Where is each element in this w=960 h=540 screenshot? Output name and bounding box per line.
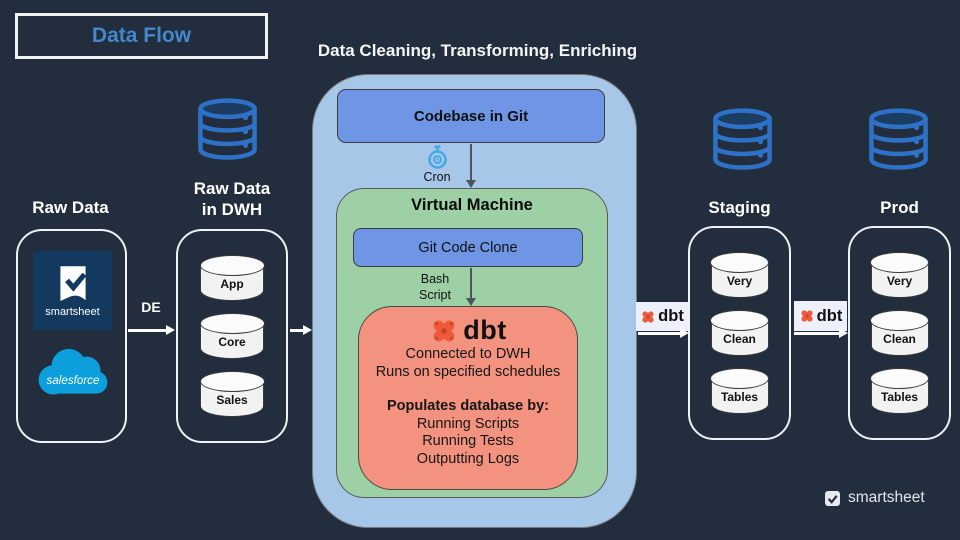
footer-brand-text: smartsheet (848, 489, 925, 506)
cron-label: Cron (423, 170, 451, 184)
spacer (376, 381, 561, 398)
cylinder-label: Core (218, 335, 246, 349)
dwh-group: App Core Sales (176, 229, 288, 443)
codebase-label: Codebase in Git (413, 107, 529, 125)
dbt-logo-icon (642, 310, 654, 323)
git-clone-box: Git Code Clone (353, 228, 583, 267)
dbt-box: dbt Connected to DWH Runs on specified s… (358, 306, 578, 490)
title-box: Data Flow (15, 13, 268, 59)
dbt-description: Connected to DWH Runs on specified sched… (376, 346, 561, 468)
cylinder-label: Clean (723, 332, 756, 346)
raw-data-label: Raw Data (32, 198, 109, 217)
dbt-logo-row: dbt (429, 315, 506, 346)
staging-cylinder-very: Very (710, 252, 769, 298)
dwh-label: Raw Data in DWH (176, 178, 288, 220)
cylinder-label: Tables (720, 390, 759, 404)
dbt-line-connected: Connected to DWH (405, 346, 531, 362)
de-arrow (128, 325, 175, 334)
dbt-logo-icon (801, 310, 813, 322)
staging-to-prod-arrow (794, 328, 848, 337)
staging-database-icon (706, 107, 779, 177)
smartsheet-check-icon (59, 265, 86, 301)
salesforce-logo-text: salesforce (47, 374, 100, 387)
staging-cylinder-clean: Clean (710, 310, 769, 356)
dbt-line-schedules: Runs on specified schedules (375, 363, 561, 380)
bash-label-line2: Script (419, 288, 451, 302)
bash-label-line1: Bash (420, 272, 450, 286)
dwh-label-line1: Raw Data (193, 179, 271, 198)
dbt-line-logs: Outputting Logs (416, 450, 520, 467)
prod-cylinder-very: Very (870, 252, 929, 298)
gitclone-to-dbt-arrow (466, 268, 476, 306)
dwh-database-icon (191, 97, 264, 167)
bash-script-label: Bash Script (403, 271, 467, 303)
cylinder-label: Tables (880, 390, 919, 404)
dbt-badge-1: dbt (636, 302, 688, 331)
dbt-line-populates: Populates database by: (387, 398, 549, 414)
dbt-badge-label: dbt (658, 307, 684, 325)
git-clone-label: Git Code Clone (418, 239, 518, 256)
codebase-to-vm-arrow (466, 144, 476, 188)
salesforce-logo: salesforce (30, 340, 116, 411)
smartsheet-checkbox-icon (825, 490, 840, 506)
dwh-label-line2: in DWH (201, 200, 263, 219)
staging-cylinder-tables: Tables (710, 368, 769, 414)
cylinder-label: Clean (883, 332, 916, 346)
smartsheet-logo-text: smartsheet (45, 305, 100, 318)
virtual-machine-label: Virtual Machine (411, 196, 533, 214)
dbt-logo-icon (433, 320, 455, 341)
cron-group: Cron (413, 145, 461, 185)
staging-label: Staging (708, 198, 771, 217)
dwh-to-pipeline-arrow (290, 325, 312, 334)
footer-brand: smartsheet (824, 489, 925, 507)
page-title: Data Flow (91, 24, 192, 47)
prod-label: Prod (880, 198, 919, 217)
cylinder-label: App (220, 277, 244, 291)
dwh-cylinder-core: Core (199, 313, 265, 359)
prod-cylinder-clean: Clean (870, 310, 929, 356)
dbt-line-scripts: Running Scripts (416, 415, 520, 432)
dbt-badge-label: dbt (816, 306, 843, 325)
dwh-cylinder-sales: Sales (199, 371, 265, 417)
dbt-line-tests: Running Tests (422, 433, 514, 449)
dwh-cylinder-app: App (199, 255, 265, 301)
prod-database-icon (862, 107, 935, 177)
dbt-wordmark: dbt (463, 315, 507, 345)
cylinder-label: Very (726, 274, 753, 288)
prod-cylinder-tables: Tables (870, 368, 929, 414)
pipeline-heading: Data Cleaning, Transforming, Enriching (317, 41, 638, 60)
prod-group: Very Clean Tables (848, 226, 951, 440)
de-label: DE (141, 299, 161, 315)
smartsheet-logo: smartsheet (33, 251, 112, 330)
pipeline-to-staging-arrow (638, 328, 689, 337)
raw-data-group (16, 229, 127, 443)
cylinder-label: Very (886, 274, 913, 288)
cron-stopwatch-icon (427, 145, 447, 169)
staging-group: Very Clean Tables (688, 226, 791, 440)
salesforce-cloud-icon: salesforce (38, 348, 108, 395)
codebase-box: Codebase in Git (337, 89, 605, 143)
dbt-badge-2: dbt (794, 301, 847, 331)
cylinder-label: Sales (216, 393, 248, 407)
